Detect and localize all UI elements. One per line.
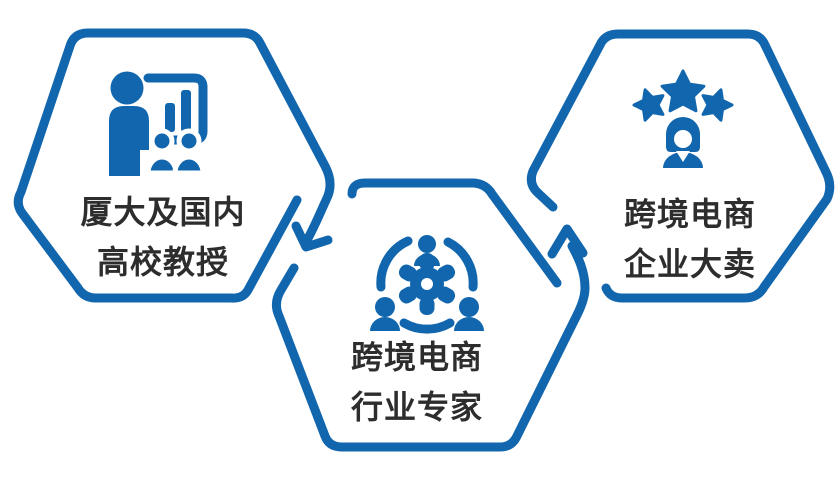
circle-arc-bottom: [399, 318, 455, 334]
label-sellers-line2: 企业大卖: [623, 245, 756, 283]
label-experts: 跨境电商 行业专家: [277, 332, 557, 432]
audience-head-left: [149, 128, 175, 154]
circle-arc-upper-right: [443, 237, 478, 292]
label-professors-line2: 高校教授: [96, 243, 229, 281]
presenter-head: [110, 71, 144, 105]
star-right: [698, 85, 736, 122]
audience-body-left: [145, 154, 179, 176]
label-sellers-line1: 跨境电商: [623, 195, 756, 233]
person-face: [674, 130, 692, 148]
member-left-head: [375, 297, 395, 317]
person-neck-notch: [676, 151, 690, 162]
arrow-down-head: [291, 221, 333, 252]
star-rated-person-icon: [631, 71, 736, 168]
hexagon-experts: [271, 178, 590, 452]
hexagon-professors: [13, 28, 335, 303]
hexagon-professors-outline: [13, 28, 335, 303]
gear-hole: [421, 278, 433, 290]
star-center: [662, 71, 704, 111]
member-right-head: [459, 297, 479, 317]
arrow-up-head: [547, 224, 588, 259]
member-top-head: [418, 235, 436, 253]
hexagon-experts-outline-main: [271, 241, 590, 452]
hexagon-sellers: [526, 29, 835, 303]
member-left-body: [370, 317, 400, 331]
label-professors-line1: 厦大及国内: [80, 193, 246, 231]
audience-body-right: [172, 154, 206, 176]
hexagon-sellers-outline: [526, 29, 835, 303]
collaboration-gear-icon: [370, 235, 484, 334]
presenter-board-icon: [109, 71, 208, 176]
member-top-body: [414, 254, 440, 266]
circle-arc-upper-left: [376, 236, 413, 292]
person-figure: [663, 117, 703, 168]
label-sellers: 跨境电商 企业大卖: [550, 189, 830, 289]
chart-bar-short: [165, 103, 175, 132]
star-left: [631, 85, 669, 122]
label-experts-line1: 跨境电商: [350, 338, 483, 376]
member-right-body: [454, 317, 484, 331]
hexagon-experts-outline-top: [347, 178, 562, 288]
chart-bar-tall: [181, 90, 191, 132]
label-experts-line2: 行业专家: [350, 388, 483, 426]
audience-head-right: [176, 128, 202, 154]
label-professors: 厦大及国内 高校教授: [23, 187, 303, 287]
presenter-body: [109, 106, 149, 176]
